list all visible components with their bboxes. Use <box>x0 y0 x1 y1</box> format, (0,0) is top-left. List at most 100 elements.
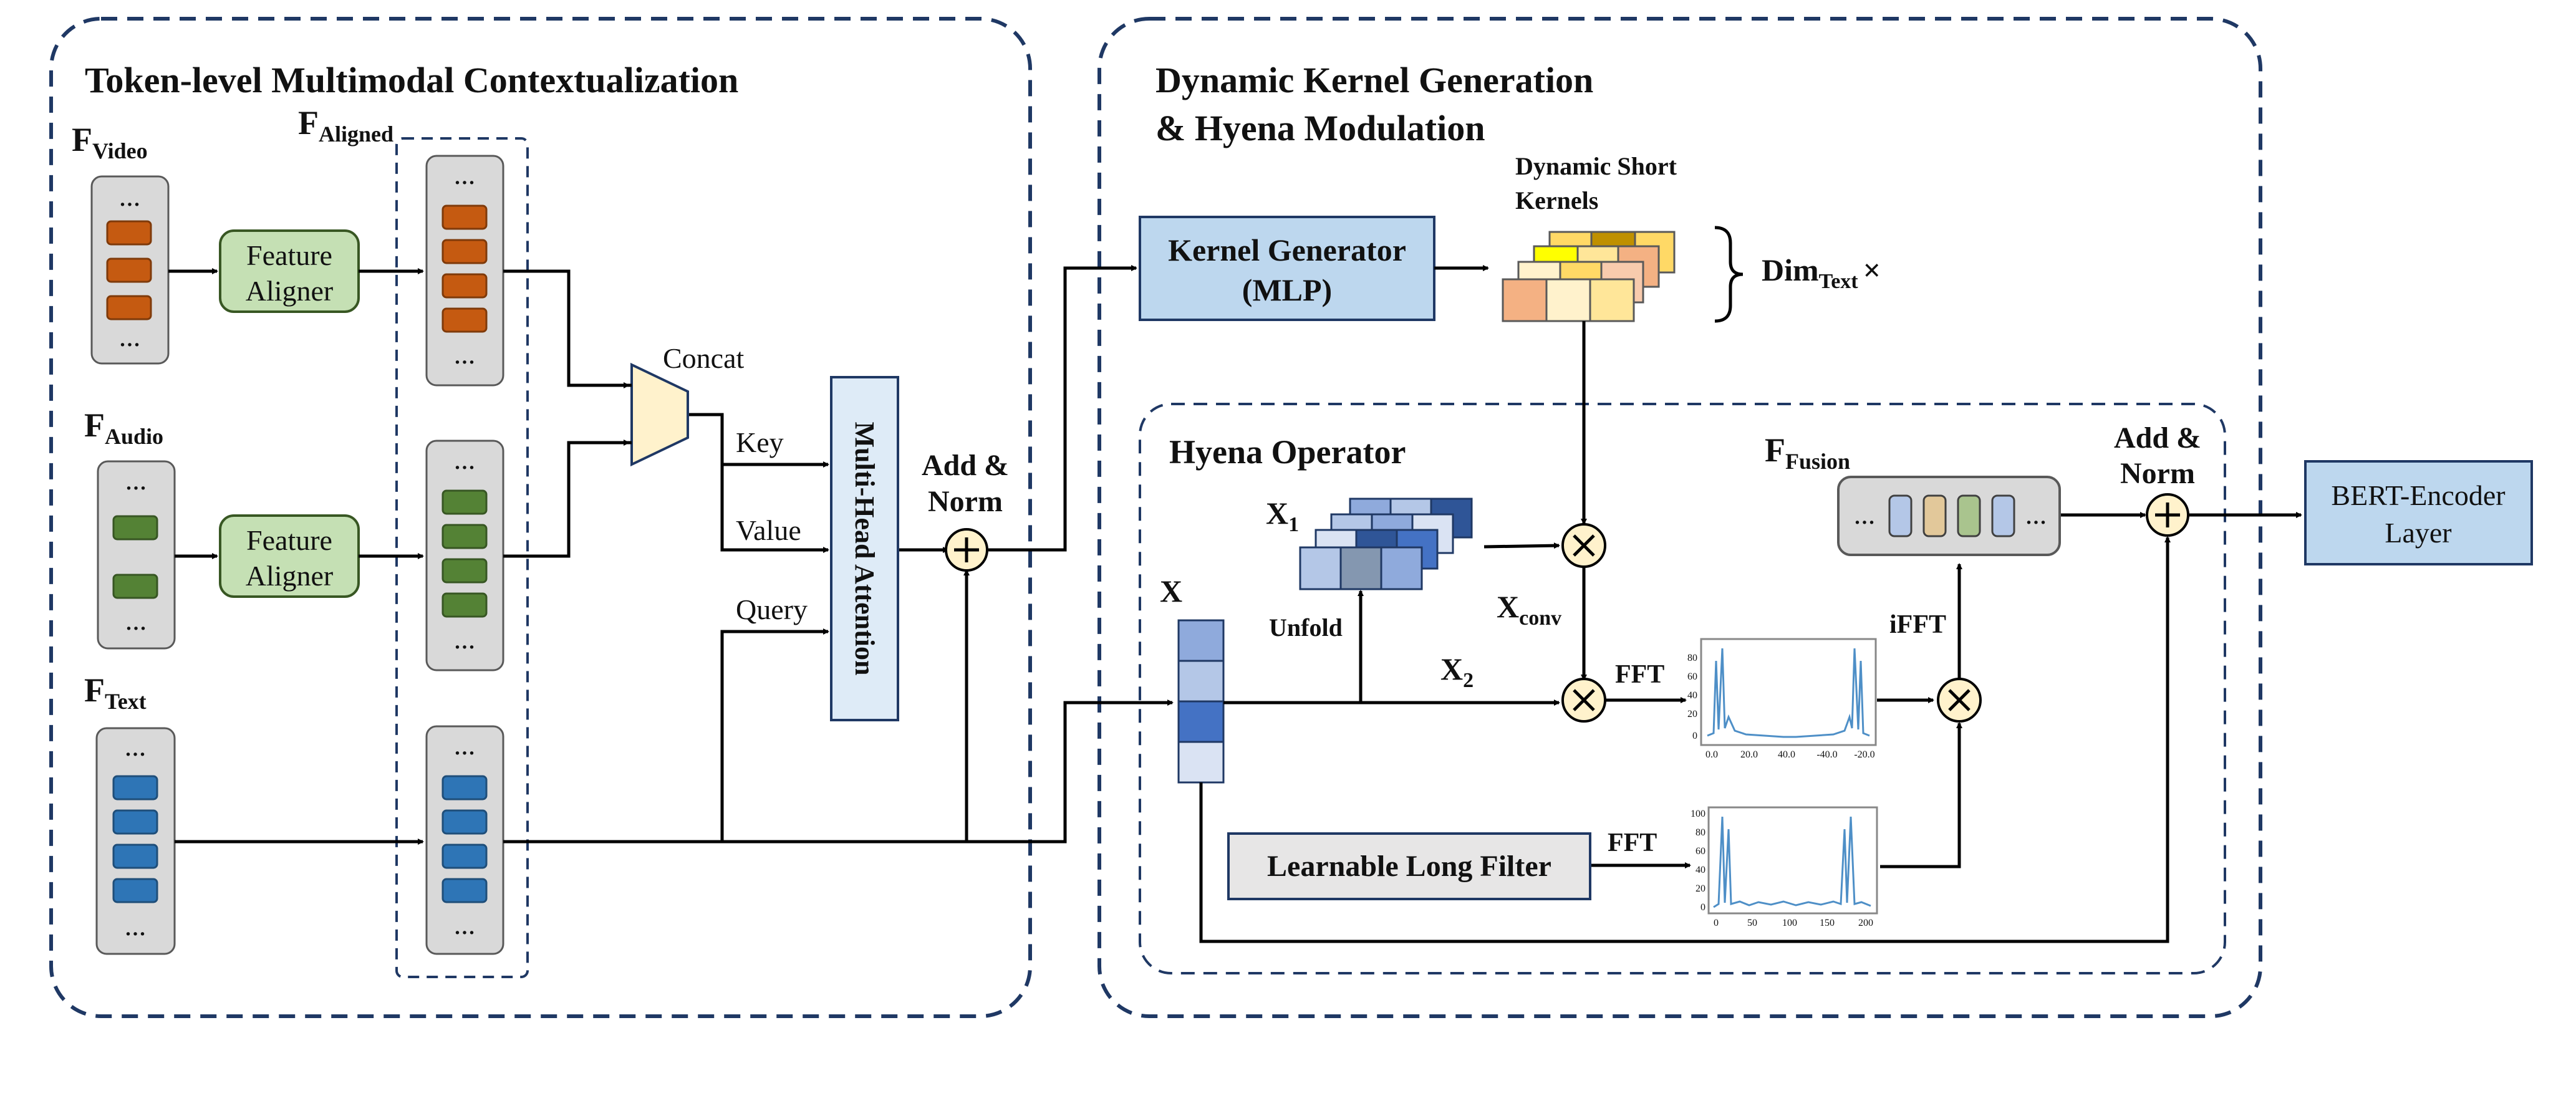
plot1-xtick: -40.0 <box>1816 749 1837 760</box>
svg-text:Layer: Layer <box>2385 517 2451 549</box>
concat-block: Concat <box>630 342 745 467</box>
kernel-generator-block: Kernel Generator (MLP) <box>1139 216 1435 321</box>
plot1-ytick: 80 <box>1687 653 1697 663</box>
multiply-node-x2 <box>1561 678 1606 723</box>
ellipsis-text: ... <box>119 320 141 352</box>
fft-label-top: FFT <box>1615 660 1664 689</box>
aligned-feature-label: FAligned <box>298 104 393 147</box>
svg-text:Concat: Concat <box>663 342 745 374</box>
svg-text:Aligner: Aligner <box>246 560 334 592</box>
plot1-ytick: 60 <box>1687 671 1697 682</box>
plot2-xtick: 200 <box>1858 918 1873 928</box>
right-panel-title-line2: & Hyena Modulation <box>1155 108 1485 148</box>
aligned-audio-stack: ... ... <box>425 440 504 671</box>
svg-text:Norm: Norm <box>928 485 1003 518</box>
left-panel-title: Token-level Multimodal Contextualization <box>85 60 738 100</box>
ellipsis-text: ... <box>454 443 476 475</box>
ifft-label: iFFT <box>1889 610 1946 639</box>
x-input-column <box>1177 619 1225 784</box>
ellipsis-text: ... <box>125 910 147 941</box>
plot1-xtick: 20.0 <box>1740 749 1758 760</box>
text-input-stack: ... ... <box>95 727 176 955</box>
dynamic-short-kernels-label: Dynamic Short Kernels <box>1515 152 1683 214</box>
plot2-ytick: 40 <box>1696 865 1705 875</box>
spectrum-plot-bottom: 100 80 60 40 20 0 0 50 100 150 200 <box>1691 806 1878 928</box>
video-feature-aligner: Feature Aligner <box>219 229 360 313</box>
svg-text:Add &: Add & <box>922 449 1009 482</box>
plot2-xtick: 50 <box>1747 918 1757 928</box>
dynamic-short-kernels <box>1502 231 1676 322</box>
plot2-ytick: 100 <box>1691 809 1705 819</box>
right-panel-frame <box>1097 17 2262 1018</box>
svg-text:Kernel Generator: Kernel Generator <box>1168 233 1406 267</box>
x-label: X <box>1160 574 1182 608</box>
ellipsis-text: ... <box>119 180 141 212</box>
svg-text:Add &: Add & <box>2114 421 2201 454</box>
aligned-text-stack: ... ... <box>425 725 504 955</box>
kernels-brace <box>1714 226 1744 323</box>
plot2-ytick: 20 <box>1696 883 1705 894</box>
bert-encoder-layer-block: BERT-Encoder Layer <box>2304 460 2533 565</box>
ellipsis-text: ... <box>454 908 476 940</box>
video-feature-label: FVideo <box>72 121 148 163</box>
ellipsis-text: ... <box>125 464 147 496</box>
key-label: Key <box>736 426 784 458</box>
ellipsis-text: ... <box>125 730 147 762</box>
plot1-xtick: 40.0 <box>1778 749 1795 760</box>
plot2-ytick: 60 <box>1696 846 1705 857</box>
plot2-xtick: 100 <box>1782 918 1797 928</box>
plot1-xtick: -20.0 <box>1854 749 1874 760</box>
ellipsis-text: ... <box>125 604 147 636</box>
spectrum-plot-top: 80 60 40 20 0 0.0 20.0 40.0 -40.0 -20.0 <box>1687 638 1877 760</box>
add-norm-right: Add & Norm <box>2114 421 2201 537</box>
plot2-xtick: 150 <box>1820 918 1835 928</box>
multi-head-attention-block: Multi-Head Attention <box>830 376 899 721</box>
svg-text:Norm: Norm <box>2120 457 2195 490</box>
plot2-xtick: 0 <box>1714 918 1719 928</box>
audio-feature-aligner: Feature Aligner <box>219 514 360 598</box>
x1-stack <box>1299 498 1473 590</box>
ellipsis-text: ... <box>2025 498 2047 530</box>
xconv-label: Xconv <box>1497 589 1561 630</box>
aligned-video-stack: ... ... <box>425 155 504 387</box>
ellipsis-text: ... <box>454 158 476 190</box>
hyena-operator-title: Hyena Operator <box>1169 433 1406 471</box>
add-norm-left: Add & Norm <box>922 449 1009 572</box>
svg-text:Feature: Feature <box>246 239 332 271</box>
audio-input-stack: ... ... <box>97 460 176 650</box>
text-feature-label: FText <box>84 671 147 714</box>
x1-label: X1 <box>1266 496 1299 536</box>
left-panel-frame <box>49 17 1032 1018</box>
ffusion-label: FFusion <box>1765 431 1850 474</box>
svg-text:(MLP): (MLP) <box>1242 272 1332 307</box>
hyena-operator-frame <box>1139 403 2226 974</box>
svg-text:Multi-Head Attention: Multi-Head Attention <box>849 422 880 676</box>
plot1-xtick: 0.0 <box>1705 749 1718 760</box>
fft-label-bottom: FFT <box>1608 829 1657 857</box>
ellipsis-text: ... <box>454 623 476 655</box>
svg-text:BERT-Encoder: BERT-Encoder <box>2331 479 2505 511</box>
x2-label: X2 <box>1440 652 1474 692</box>
learnable-long-filter-block: Learnable Long Filter <box>1227 832 1591 900</box>
plot2-ytick: 80 <box>1696 827 1705 838</box>
svg-text:Aligner: Aligner <box>246 275 334 307</box>
plot1-ytick: 0 <box>1692 731 1697 741</box>
dim-text-label: DimText× <box>1762 252 1881 293</box>
svg-text:Feature: Feature <box>246 524 332 556</box>
svg-text:Learnable Long Filter: Learnable Long Filter <box>1267 850 1551 883</box>
multiply-node-conv <box>1561 523 1606 568</box>
left-arrows <box>168 265 1174 845</box>
unfold-label: Unfold <box>1269 613 1343 642</box>
ellipsis-text: ... <box>454 729 476 761</box>
right-panel-title-line1: Dynamic Kernel Generation <box>1155 60 1593 100</box>
multiply-node-freq <box>1937 678 1982 723</box>
plot1-ytick: 20 <box>1687 709 1697 719</box>
audio-feature-label: FAudio <box>84 406 163 449</box>
value-label: Value <box>736 514 801 546</box>
plot1-ytick: 40 <box>1687 690 1697 701</box>
query-label: Query <box>736 594 808 625</box>
plot2-ytick: 0 <box>1700 902 1705 913</box>
fusion-feature-bar: ... ... <box>1837 476 2061 556</box>
hyena-arrows <box>1199 321 2302 943</box>
